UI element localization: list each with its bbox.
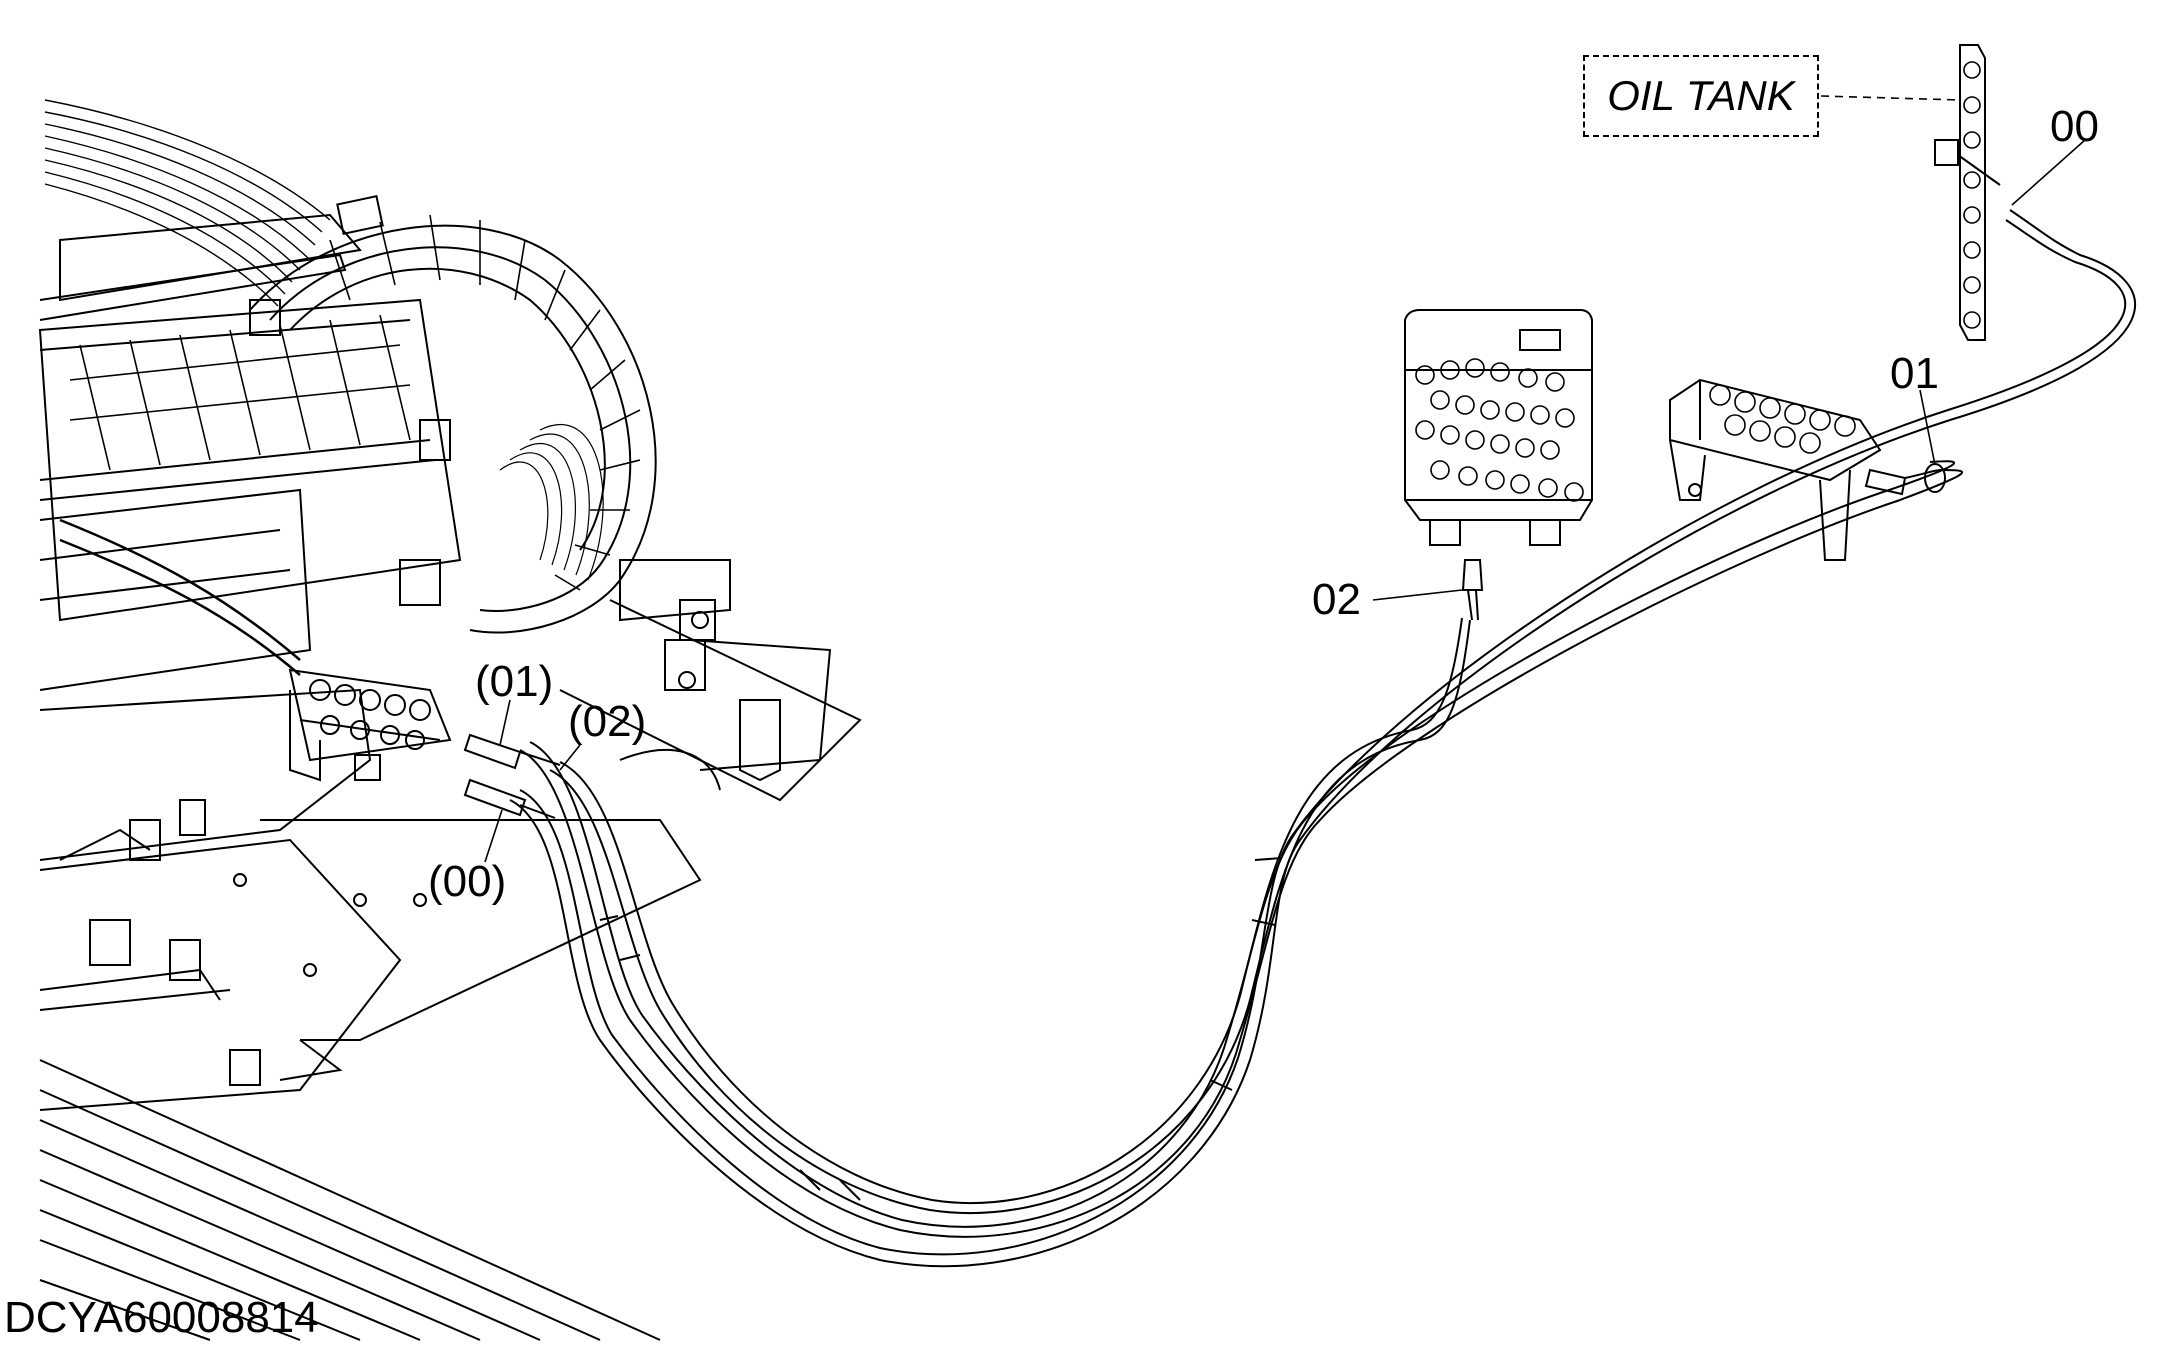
callout-00: 00: [2050, 102, 2099, 151]
callout-paren-01: (01): [475, 657, 554, 706]
oil-tank-callout: OIL TANK: [1583, 55, 1819, 137]
cable-drag-chain: [249, 194, 657, 634]
callout-01: 01: [1890, 349, 1939, 398]
chassis: [39, 688, 702, 1341]
callout-02: 02: [1312, 575, 1361, 624]
callout-paren-02: (02): [568, 697, 647, 746]
mounting-plates: [559, 559, 862, 802]
machine-frame: [38, 99, 462, 691]
left-valve-block: [288, 668, 452, 782]
manifold-block: [1669, 378, 1946, 561]
hose-bundle: [509, 209, 2137, 1268]
pilot-valve-block: [1404, 309, 1593, 621]
oil-tank-label: OIL TANK: [1607, 72, 1795, 119]
reference-code: DCYA60008814: [4, 1293, 319, 1342]
callout-paren-00: (00): [428, 857, 507, 906]
oil-tank-plate: [1934, 44, 2001, 341]
leader-lines: [484, 95, 2086, 863]
